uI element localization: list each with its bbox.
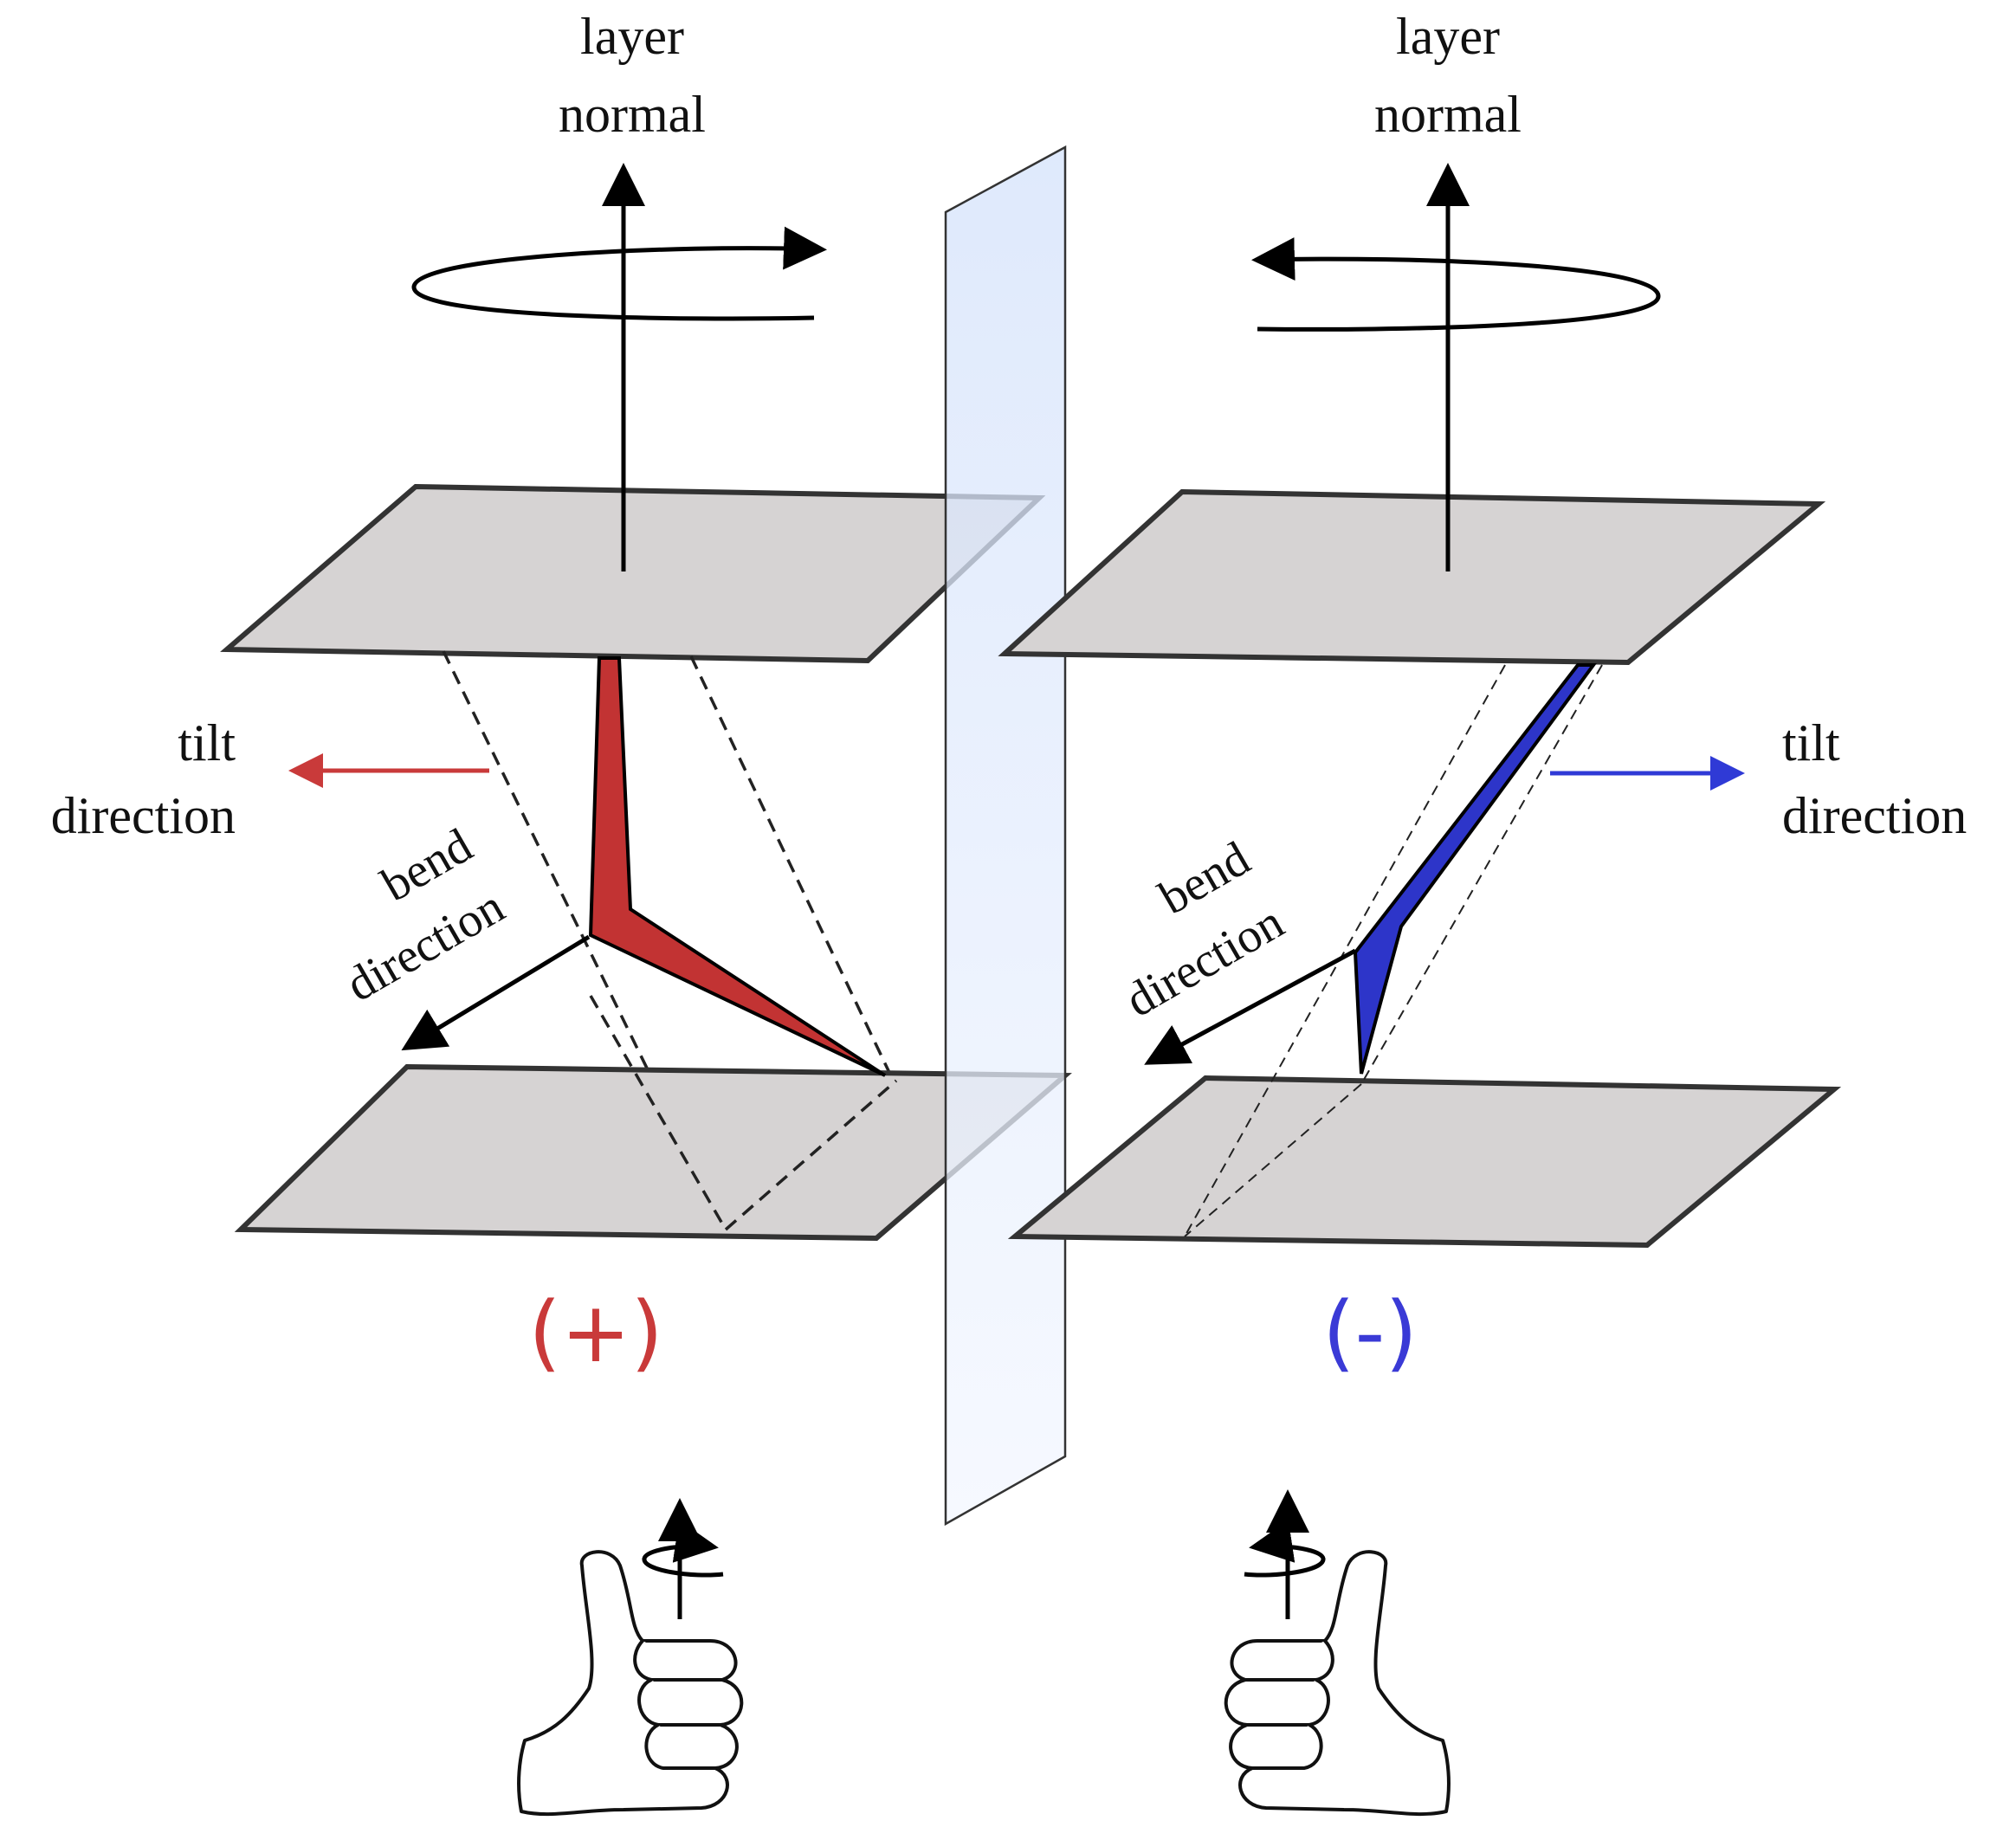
left-bottom-dash-2 (724, 1079, 898, 1231)
right-projection-dash-3 (1184, 1083, 1362, 1237)
left-layer-normal-label-line2: normal (559, 86, 706, 143)
left-chirality-sign: (+) (528, 1284, 662, 1381)
right-projection-dash-1 (1184, 664, 1506, 1237)
left-bottom-layer-plate (234, 1063, 1072, 1242)
right-tilt-label-line1: tilt (1782, 714, 1840, 772)
right-bottom-layer-plate (1007, 1075, 1842, 1249)
left-bent-core-molecule (588, 656, 887, 1077)
right-bend-label-line2: direction (1116, 895, 1292, 1028)
left-rotation-arrow (411, 226, 827, 321)
right-bend-direction-arrow (1144, 948, 1357, 1065)
left-bend-label-line2: direction (337, 880, 513, 1012)
left-top-layer-plate (220, 483, 1046, 664)
mirror-plane (944, 145, 1067, 1527)
right-tilt-label-line2: direction (1782, 787, 1967, 844)
left-tilt-label-line2: direction (51, 787, 236, 844)
left-panel: layer normal tilt direction bend directi… (51, 8, 1072, 1817)
right-rotation-arrow (1251, 237, 1661, 332)
right-bent-core-molecule (1353, 663, 1597, 1075)
right-layer-normal-label-line2: normal (1374, 86, 1522, 143)
right-projection-dash-2 (1360, 664, 1603, 1085)
right-top-layer-plate (998, 488, 1826, 666)
right-layer-normal-label-line1: layer (1396, 8, 1500, 65)
thumbs-up-left-hand-icon (1224, 1489, 1451, 1817)
left-layer-normal-label-line1: layer (580, 8, 684, 65)
left-projection-dash-2 (689, 655, 894, 1079)
right-chirality-sign: (-) (1322, 1284, 1418, 1381)
left-bend-direction-arrow (401, 934, 591, 1051)
thumbs-up-right-hand-icon (517, 1498, 744, 1817)
right-panel: layer normal tilt direction bend directi… (998, 8, 1967, 1817)
left-tilt-label-line1: tilt (178, 714, 236, 772)
